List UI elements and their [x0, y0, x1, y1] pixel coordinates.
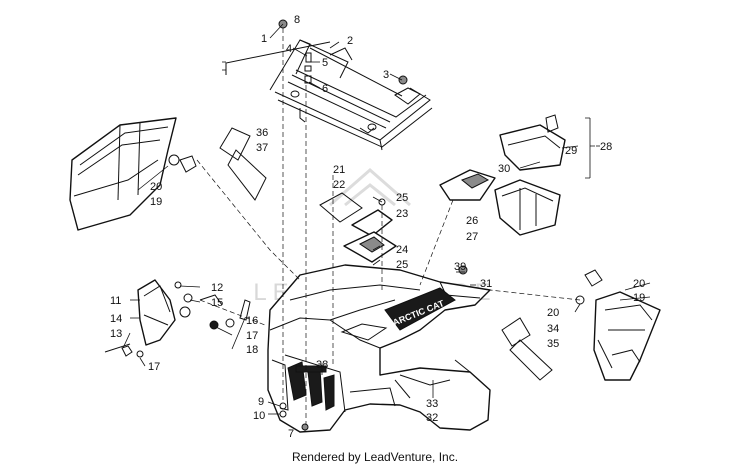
callout-20-right: 20 [633, 278, 645, 290]
decal-36-37 [219, 127, 267, 201]
callout-29: 29 [565, 145, 577, 157]
callout-9: 9 [258, 396, 264, 408]
callout-20-mid: 20 [547, 307, 559, 319]
callout-10: 10 [253, 410, 265, 422]
center-panel-parts [319, 192, 397, 263]
callout-34: 34 [547, 323, 559, 335]
callout-7: 7 [288, 428, 294, 440]
callout-19-right: 19 [633, 292, 645, 304]
callout-11: 11 [110, 295, 121, 307]
headlight-pod [104, 279, 251, 358]
callout-31: 31 [480, 278, 492, 290]
storage-box [439, 114, 566, 236]
callout-33: 33 [426, 398, 438, 410]
callout-1: 1 [261, 33, 267, 45]
callout-36: 36 [256, 127, 268, 139]
callout-21: 21 [333, 164, 345, 176]
callout-30: 30 [498, 163, 510, 175]
callout-35: 35 [547, 338, 559, 350]
callout-4: 4 [286, 43, 292, 55]
callout-28: 28 [600, 141, 612, 153]
callout-23: 23 [396, 208, 408, 220]
footer-credit: Rendered by LeadVenture, Inc. [291, 450, 459, 464]
callout-12: 12 [211, 282, 223, 294]
callout-2: 2 [347, 35, 353, 47]
callout-32: 32 [426, 412, 438, 424]
callout-24: 24 [396, 244, 408, 256]
callout-6: 6 [322, 83, 328, 95]
callout-17-lower: 17 [148, 361, 160, 373]
callout-20-left: 20 [150, 181, 162, 193]
callout-18: 18 [246, 344, 258, 356]
callout-25-upper: 25 [396, 192, 408, 204]
callout-26: 26 [466, 215, 478, 227]
callout-39: 39 [454, 261, 466, 273]
callout-labels: 1 2 3 4 5 6 7 8 9 10 11 12 13 14 15 16 1… [110, 14, 645, 440]
callout-13: 13 [110, 328, 122, 340]
callout-22: 22 [333, 179, 345, 191]
leader-lines [122, 23, 651, 432]
callout-38: 38 [316, 359, 328, 371]
callout-27: 27 [466, 231, 478, 243]
watermark-logo [329, 168, 411, 207]
callout-15: 15 [211, 297, 223, 309]
callout-5: 5 [322, 57, 328, 69]
left-side-panel [69, 117, 197, 231]
callout-14: 14 [110, 313, 122, 325]
callout-37: 37 [256, 142, 268, 154]
front-fender-body: ARCTIC CAT [267, 264, 491, 433]
alignment-lines [196, 28, 581, 425]
right-side-panel [501, 269, 661, 381]
callout-17-upper: 17 [246, 330, 258, 342]
callout-16: 16 [246, 315, 258, 327]
callout-25-lower: 25 [396, 259, 408, 271]
callout-3: 3 [383, 69, 389, 81]
callout-8: 8 [294, 14, 300, 26]
callout-19-left: 19 [150, 196, 162, 208]
